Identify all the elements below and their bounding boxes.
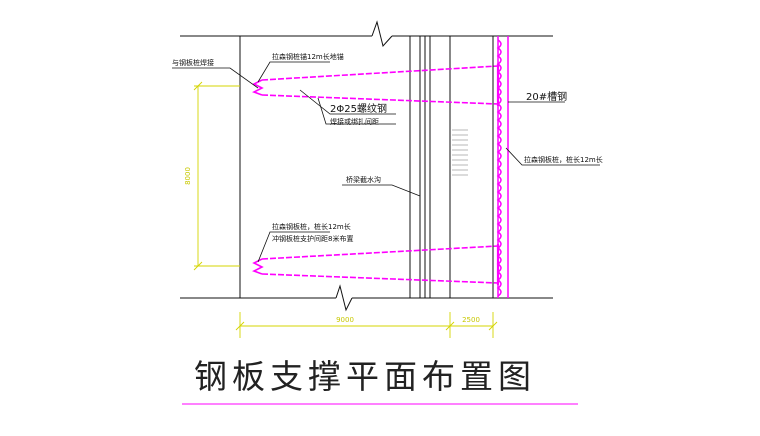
dimension-lines	[193, 81, 498, 338]
leader-anchor-top	[257, 61, 330, 83]
bottom-anchor-brace	[252, 244, 500, 285]
sheet-pile-wall	[496, 36, 509, 298]
label-rebar: 2Φ25螺纹钢	[330, 102, 387, 115]
label-anchor-bottom-2: 冲钢板桩支护间距8米布置	[272, 234, 353, 243]
bottom-break-mark	[335, 284, 353, 312]
top-anchor-lower-rod	[261, 94, 499, 105]
leader-weld-spacing	[317, 97, 396, 125]
leader-section-line	[342, 184, 421, 197]
top-break-mark	[371, 20, 393, 48]
label-anchor-bottom-1: 拉森钢板桩，桩长12m长	[272, 222, 351, 231]
leader-anchor-bottom	[257, 231, 330, 263]
horizontal-dimension-main-label: 9000	[336, 316, 354, 324]
leader-rebar	[299, 89, 396, 115]
label-section-line: 桥梁截水沟	[346, 175, 381, 184]
label-weld-left: 与钢板桩焊接	[172, 58, 214, 67]
leader-weld-left	[172, 67, 259, 89]
top-anchor-brace	[252, 64, 500, 106]
label-channel: 20#槽钢	[526, 90, 567, 103]
sheet-pile-corrugation	[496, 39, 502, 297]
structure-outline	[180, 20, 553, 312]
diagram-title: 钢板支撑平面布置图	[194, 357, 536, 396]
horizontal-dimension-side-label: 2500	[462, 316, 480, 324]
bottom-anchor-plate	[252, 258, 264, 275]
top-anchor-plate	[252, 79, 264, 96]
leader-lines	[172, 61, 600, 263]
vertical-dimension-label: 8000	[184, 167, 192, 185]
label-weld-spacing: 焊接或绑扎间距	[330, 117, 379, 126]
label-sheet-pile-right: 拉森钢板桩，桩长12m长	[524, 155, 603, 164]
bottom-anchor-upper-rod	[261, 245, 499, 260]
centre-hatch	[452, 129, 468, 176]
leader-sheet-pile-right	[505, 147, 600, 166]
bottom-anchor-lower-rod	[261, 273, 499, 284]
top-anchor-upper-rod	[261, 65, 499, 81]
label-anchor-top: 拉森钢桩锚12m长地锚	[272, 52, 344, 61]
